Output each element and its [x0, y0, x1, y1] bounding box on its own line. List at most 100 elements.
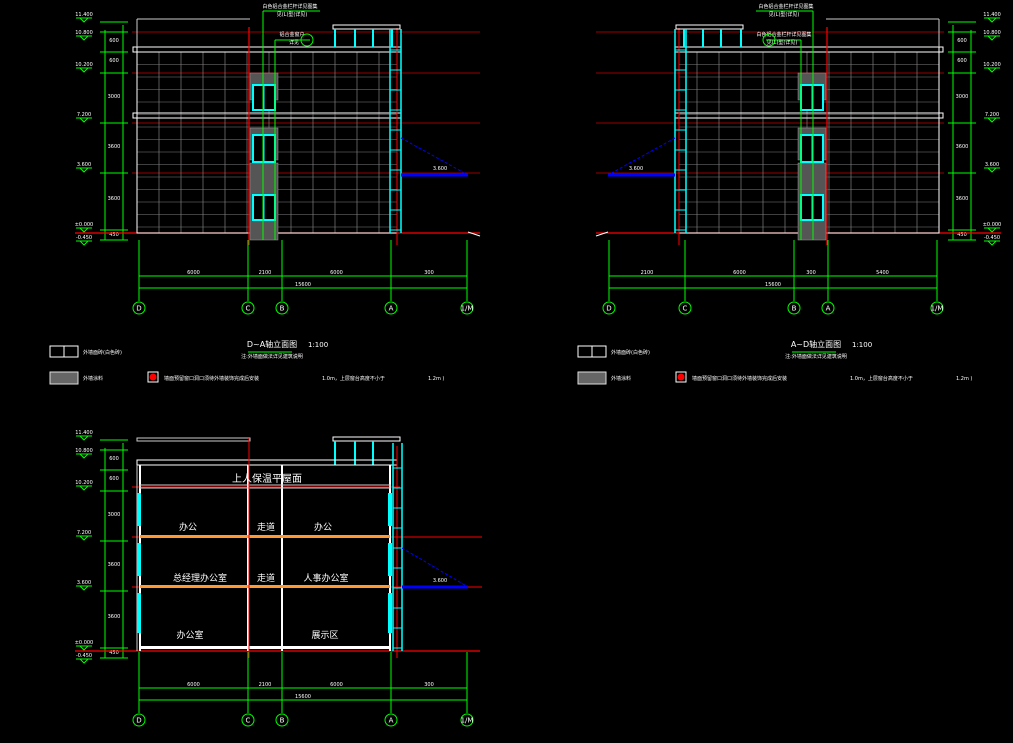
legend-label: 外墙涂料	[611, 375, 631, 382]
level-label: 11.400	[75, 12, 93, 18]
axis-bubble	[241, 301, 255, 315]
room-label: 办公	[314, 521, 332, 533]
annotation-text: 白色铝合金栏杆详见图集	[262, 3, 317, 10]
drawing-scale: 1:100	[308, 341, 328, 349]
drawing-subtitle: 注:外墙面做法详见建筑说明	[785, 353, 847, 360]
canopy-tie-rod	[401, 547, 469, 588]
scale-dim-label: 600	[957, 58, 967, 64]
roof-canopy	[675, 24, 744, 30]
room-label: 人事办公室	[303, 572, 348, 584]
level-label: 11.400	[75, 430, 93, 436]
axis-bubble	[241, 713, 255, 727]
level-label: 3.600	[77, 162, 91, 168]
legend-swatch-hatch	[49, 371, 79, 385]
level-triangle-icon	[78, 17, 90, 23]
room-label: 总经理办公室	[173, 572, 227, 584]
level-triangle-icon	[78, 585, 90, 591]
axis-label: C	[683, 305, 688, 313]
drawing-subtitle: 注:外墙面做法详见建筑说明	[241, 353, 303, 360]
window	[137, 543, 141, 576]
annotation-text: 铝合金窗户	[279, 31, 304, 38]
annotation-text: 见(L)型(详见)	[277, 11, 308, 18]
level-label: ±0.000	[75, 640, 94, 646]
axis-bubble	[821, 301, 835, 315]
room-label: 办公	[179, 521, 197, 533]
room-label: 走道	[257, 521, 275, 533]
roof-canopy	[332, 436, 401, 442]
axis-bubble	[132, 713, 146, 727]
total-dimension-label: 15600	[295, 694, 311, 700]
window	[137, 493, 141, 526]
axis-bubble	[275, 713, 289, 727]
scale-dim-label: 3600	[956, 144, 969, 150]
ground-break	[595, 231, 609, 237]
dimension-label: 300	[424, 682, 434, 688]
level-triangle-icon	[78, 167, 90, 173]
level-triangle-icon	[78, 227, 90, 233]
canopy-tie-rod	[400, 137, 469, 176]
level-triangle-icon	[986, 67, 998, 73]
level-label: -0.450	[76, 653, 92, 659]
legend-label: 1.0m，上层窗台高度不小于	[322, 375, 385, 382]
axis-bubble	[132, 301, 146, 315]
level-triangle-icon	[986, 240, 998, 246]
axis-bubble	[460, 713, 474, 727]
level-label: -0.450	[984, 235, 1000, 241]
level-label: 3.600	[985, 162, 999, 168]
level-triangle-icon	[986, 117, 998, 123]
dimension-label: 2100	[259, 270, 272, 276]
red-marker-icon	[677, 373, 685, 381]
scale-dim-label: 450	[109, 232, 119, 238]
legend-label: 1.2m )	[956, 376, 972, 382]
annotation-text: 白色铝合金栏杆详见图集	[758, 3, 813, 10]
scale-dim-label: 600	[109, 476, 119, 482]
scale-dim-label: 600	[109, 456, 119, 462]
dimension-label: 2100	[641, 270, 654, 276]
drawing-scale: 1:100	[852, 341, 872, 349]
level-label: 10.800	[75, 448, 93, 454]
axis-bubble	[460, 301, 474, 315]
axis-bubble	[384, 713, 398, 727]
room-label: 办公室	[176, 629, 203, 641]
level-triangle-icon	[78, 67, 90, 73]
axis-bubble	[787, 301, 801, 315]
level-triangle-icon	[986, 35, 998, 41]
level-triangle-icon	[78, 658, 90, 664]
annotation-text: 见(L)型(详见)	[769, 11, 800, 18]
level-triangle-icon	[78, 453, 90, 459]
level-triangle-icon	[78, 645, 90, 651]
axis-bubble	[930, 301, 944, 315]
scale-dim-label: 3000	[956, 94, 969, 100]
roof-canopy	[332, 24, 401, 30]
dimension-label: 5400	[876, 270, 889, 276]
drawing-title: D~A轴立面图	[247, 339, 297, 349]
axis-label: A	[389, 305, 394, 313]
axis-label: A	[826, 305, 831, 313]
legend-swatch-hatch	[577, 371, 607, 385]
floor-slab	[139, 484, 391, 489]
scale-dim-label: 450	[957, 232, 967, 238]
legend-swatch-box	[147, 371, 159, 383]
axis-label: D	[136, 305, 141, 313]
annotation-text: 见(L)型(详见)	[767, 39, 798, 46]
level-triangle-icon	[78, 117, 90, 123]
room-label-roof: 上人保温平屋面	[232, 472, 302, 485]
ground-slab	[140, 646, 390, 649]
canopy-tie-rod	[607, 137, 676, 176]
axis-label: B	[280, 305, 285, 313]
axis-label: 1/M	[931, 305, 944, 313]
scale-dim-label: 600	[957, 38, 967, 44]
level-label: 7.200	[77, 530, 91, 536]
legend-label: 墙面预留窗口洞口须待外墙装饰完成后安装	[692, 375, 787, 382]
canopy-level-label: 3.600	[433, 578, 447, 584]
legend-label: 墙面预留窗口洞口须待外墙装饰完成后安装	[164, 375, 259, 382]
axis-label: B	[280, 717, 285, 725]
window	[388, 593, 392, 633]
axis-label: B	[792, 305, 797, 313]
axis-label: 1/M	[461, 717, 474, 725]
detail-callout	[300, 33, 314, 47]
section-view: 11.40010.80010.2007.2003.600±0.000-0.450…	[75, 430, 482, 727]
scale-dim-label: 3600	[108, 196, 121, 202]
